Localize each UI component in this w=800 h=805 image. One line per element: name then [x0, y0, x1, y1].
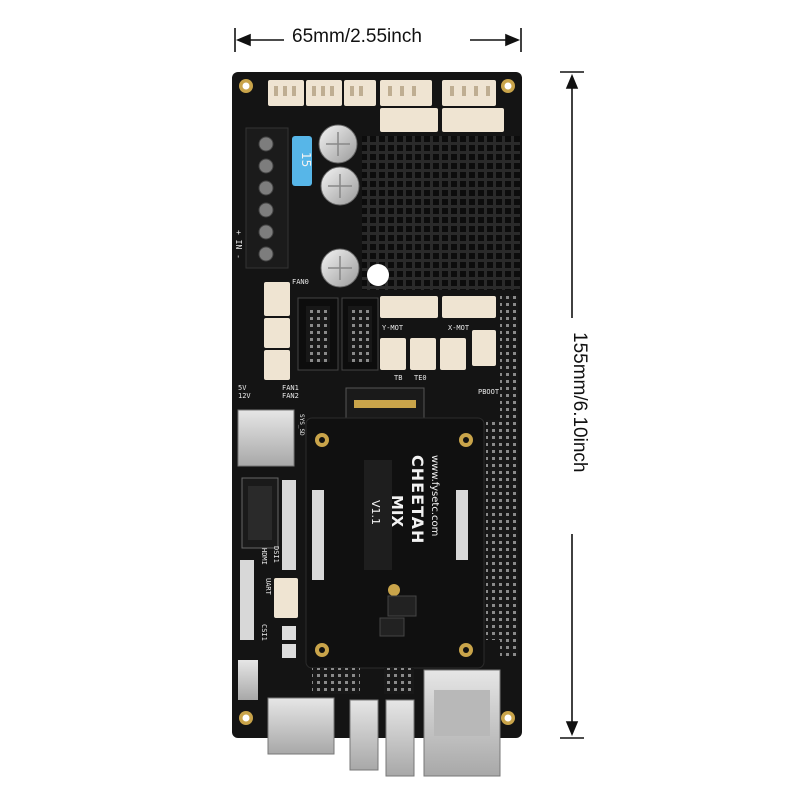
gpio-pin-header [500, 296, 518, 656]
width-dimension [234, 28, 522, 52]
fuse-value: 15 [299, 152, 313, 167]
top-jst-connectors [268, 80, 504, 132]
y-mot-label: Y-MOT [382, 324, 404, 332]
module-url: www.fysetc.com [429, 455, 440, 536]
x-mot-label: X-MOT [448, 324, 470, 332]
dsi1-label: DSI1 [272, 546, 280, 563]
box-headers [297, 297, 379, 371]
12v-label: 12V [238, 392, 251, 400]
width-dimension-label: 65mm/2.55inch [292, 26, 422, 47]
sys-sd-label: SYS_SD [298, 414, 305, 436]
module-brand: CHEETAH [408, 455, 427, 544]
5v-label: 5V [238, 384, 247, 392]
motor-connectors [380, 296, 496, 370]
left-ports [237, 409, 298, 700]
electrolytic-capacitors [318, 124, 360, 288]
hdmi-label: HDMI [260, 548, 268, 565]
gpio-pin-header-inner [486, 420, 500, 640]
module-version: V1.1 [369, 500, 382, 525]
fan-connectors [264, 282, 290, 380]
fan0-label: FAN0 [292, 278, 309, 286]
te0-label: TE0 [414, 374, 427, 382]
fan2-label: FAN2 [282, 392, 299, 400]
height-dimension-label: 155mm/6.10inch [569, 332, 590, 473]
heatsink [362, 136, 520, 290]
in-label: + IN - [234, 230, 243, 259]
height-dimension [560, 71, 584, 739]
m2-slot [345, 387, 425, 419]
uart-label: UART [264, 578, 272, 596]
csi1-label: CSI1 [260, 624, 268, 641]
bottom-ports [267, 668, 501, 777]
power-terminal-block [245, 127, 289, 269]
blade-fuse: 15 [292, 136, 313, 186]
module-name: MIX [388, 495, 406, 528]
pboot-label: PBOOT [478, 388, 500, 396]
fan1-label: FAN1 [282, 384, 299, 392]
tb-label: TB [394, 374, 402, 382]
cheetah-mix-module [305, 417, 485, 669]
